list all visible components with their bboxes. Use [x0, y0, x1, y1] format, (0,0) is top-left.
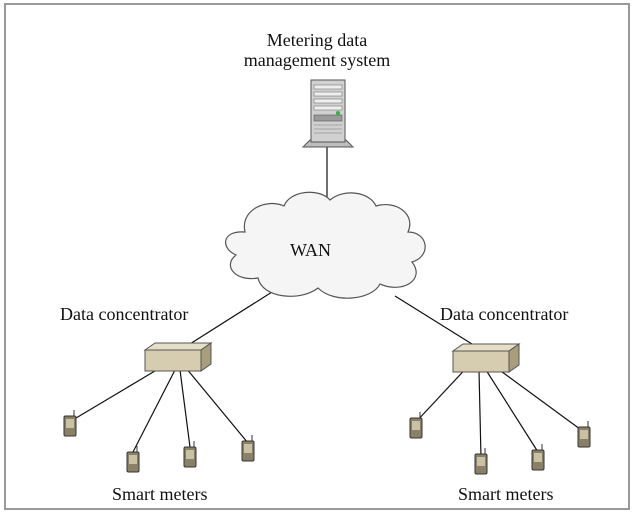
- wan-to-left-concentrator-link: [181, 291, 273, 350]
- meters-left-label: Smart meters: [112, 484, 208, 504]
- concentrator-icon-right: [451, 343, 521, 373]
- smart-meter-icon: [63, 410, 77, 437]
- smart-meter-icon: [474, 448, 488, 475]
- link-right-meter-4: [493, 365, 585, 433]
- meters-right-label: Smart meters: [458, 484, 554, 504]
- wan-to-right-concentrator-link: [394, 295, 481, 350]
- link-left-meter-2: [132, 369, 176, 453]
- smart-meter-icon: [409, 412, 423, 439]
- link-left-meter-1: [70, 361, 171, 422]
- concentrator-icon-left: [143, 342, 213, 372]
- link-right-meter-3: [485, 369, 539, 453]
- wan-label: WAN: [290, 240, 331, 260]
- smart-meter-icon: [531, 444, 545, 471]
- concentrator-left-label: Data concentrator: [60, 304, 189, 324]
- smart-meter-icon: [126, 446, 140, 473]
- concentrator-right-label: Data concentrator: [440, 304, 569, 324]
- smart-meter-icon: [183, 441, 197, 468]
- smart-meter-icon: [241, 435, 255, 462]
- smart-meter-icon: [577, 421, 591, 448]
- server-icon: [301, 79, 355, 148]
- connection-lines: [70, 146, 585, 459]
- server-label-line1: Metering data: [266, 30, 368, 50]
- server-label-line2: management system: [243, 50, 391, 70]
- server-label: Metering data management system: [0, 30, 634, 70]
- link-right-meter-2: [478, 369, 482, 459]
- cloud-icon: [225, 191, 426, 299]
- link-left-meter-3: [179, 369, 191, 448]
- link-left-meter-4: [185, 367, 249, 444]
